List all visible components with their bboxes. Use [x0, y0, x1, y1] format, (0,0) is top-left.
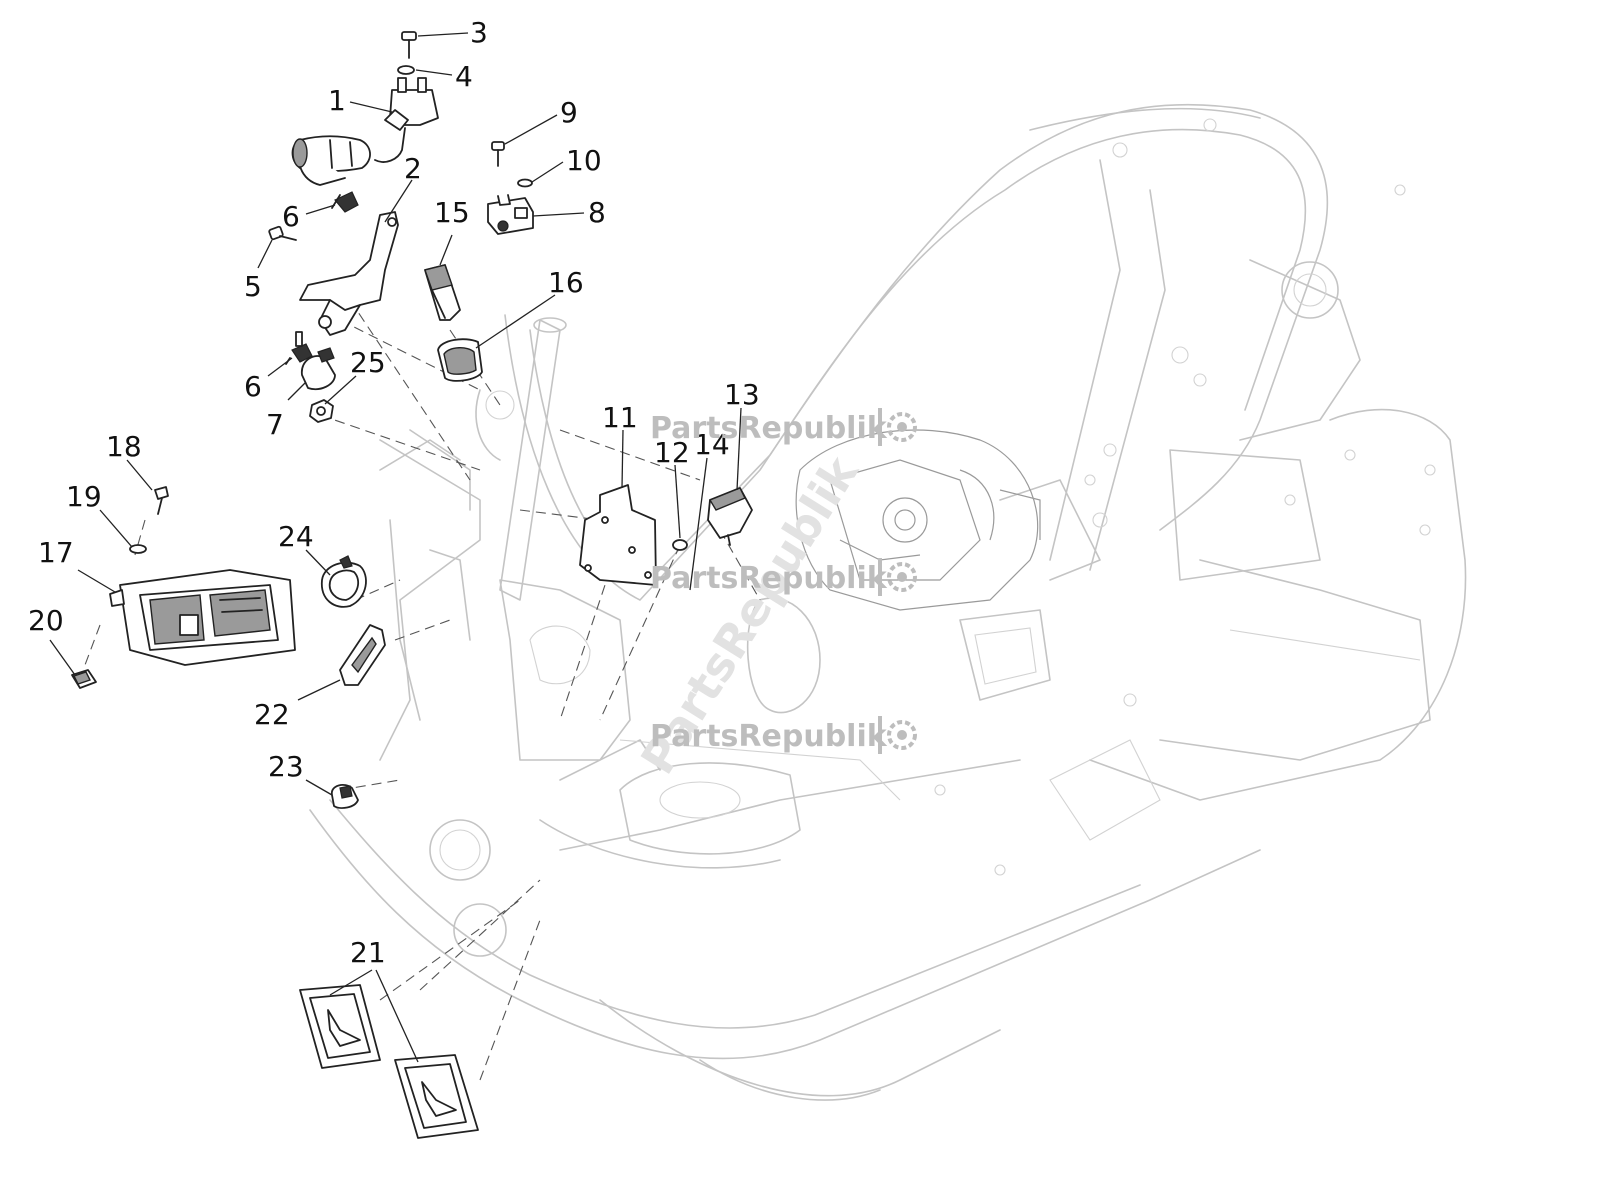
part-clip-6-upper	[331, 191, 359, 213]
part-covers-21	[299, 984, 479, 1139]
callout-20: 20	[28, 604, 64, 637]
callout-24: 24	[278, 520, 314, 553]
part-bolt-3	[401, 31, 417, 59]
callout-18: 18	[106, 430, 142, 463]
callout-1: 1	[328, 84, 346, 117]
part-clip-23	[331, 784, 359, 809]
part-bracket	[299, 211, 399, 336]
leader-lines	[49, 32, 742, 1063]
part-control-unit-17	[109, 569, 296, 666]
callout-25: 25	[350, 346, 386, 379]
part-ring-24	[321, 555, 367, 608]
callout-3: 3	[470, 16, 488, 49]
callout-6-lower: 6	[244, 370, 262, 403]
watermark-middle-text: PartsRepublik	[650, 561, 888, 596]
watermark-middle: PartsRepublik	[650, 558, 917, 596]
callout-13: 13	[724, 378, 760, 411]
scooter-frame	[309, 103, 1467, 1101]
part-sensor-8	[487, 194, 534, 235]
callout-2: 2	[404, 152, 422, 185]
callout-14: 14	[694, 428, 730, 461]
callout-9: 9	[560, 96, 578, 129]
part-plate-11	[579, 484, 657, 586]
callout-19: 19	[66, 480, 102, 513]
part-cover-22	[339, 624, 386, 686]
part-clip-6-lower	[285, 331, 313, 365]
callout-16: 16	[548, 266, 584, 299]
callout-23: 23	[268, 750, 304, 783]
callout-11: 11	[602, 401, 638, 434]
part-cap-15	[424, 264, 461, 321]
callout-17: 17	[38, 536, 74, 569]
watermark-top: PartsRepublik	[650, 408, 917, 446]
part-washer-10	[517, 178, 533, 188]
callout-5: 5	[244, 270, 262, 303]
part-washer-12	[672, 539, 688, 551]
watermark-bottom-text: PartsRepublik	[650, 719, 888, 754]
callout-22: 22	[254, 698, 290, 731]
part-grommet-16	[437, 338, 483, 382]
gear-icon	[878, 408, 917, 446]
part-screw-5	[268, 225, 297, 241]
part-washer-4	[397, 65, 415, 75]
gear-icon	[878, 716, 917, 754]
callout-labels: 1 2 3 4 5 6 6 7 8 9 10 11 12 13 14 15 16…	[28, 16, 760, 969]
callout-4: 4	[455, 60, 473, 93]
part-screw-18	[154, 486, 169, 515]
part-clip-20	[71, 669, 97, 689]
part-screw-9	[491, 141, 505, 167]
callout-7: 7	[266, 408, 284, 441]
callout-15: 15	[434, 196, 470, 229]
part-washer-19	[129, 544, 147, 554]
part-clamp-7	[301, 347, 336, 390]
watermark-bottom: PartsRepublik	[650, 716, 917, 754]
engine-block	[795, 429, 1041, 611]
gear-icon	[878, 558, 917, 596]
callout-21: 21	[350, 936, 386, 969]
callout-8: 8	[588, 196, 606, 229]
part-relay-13	[707, 487, 753, 546]
callout-12: 12	[654, 436, 690, 469]
callout-10: 10	[566, 144, 602, 177]
part-ignition-switch	[291, 77, 439, 186]
callout-6-upper: 6	[282, 200, 300, 233]
watermark-top-text: PartsRepublik	[650, 411, 888, 446]
part-nut-25	[309, 399, 334, 423]
